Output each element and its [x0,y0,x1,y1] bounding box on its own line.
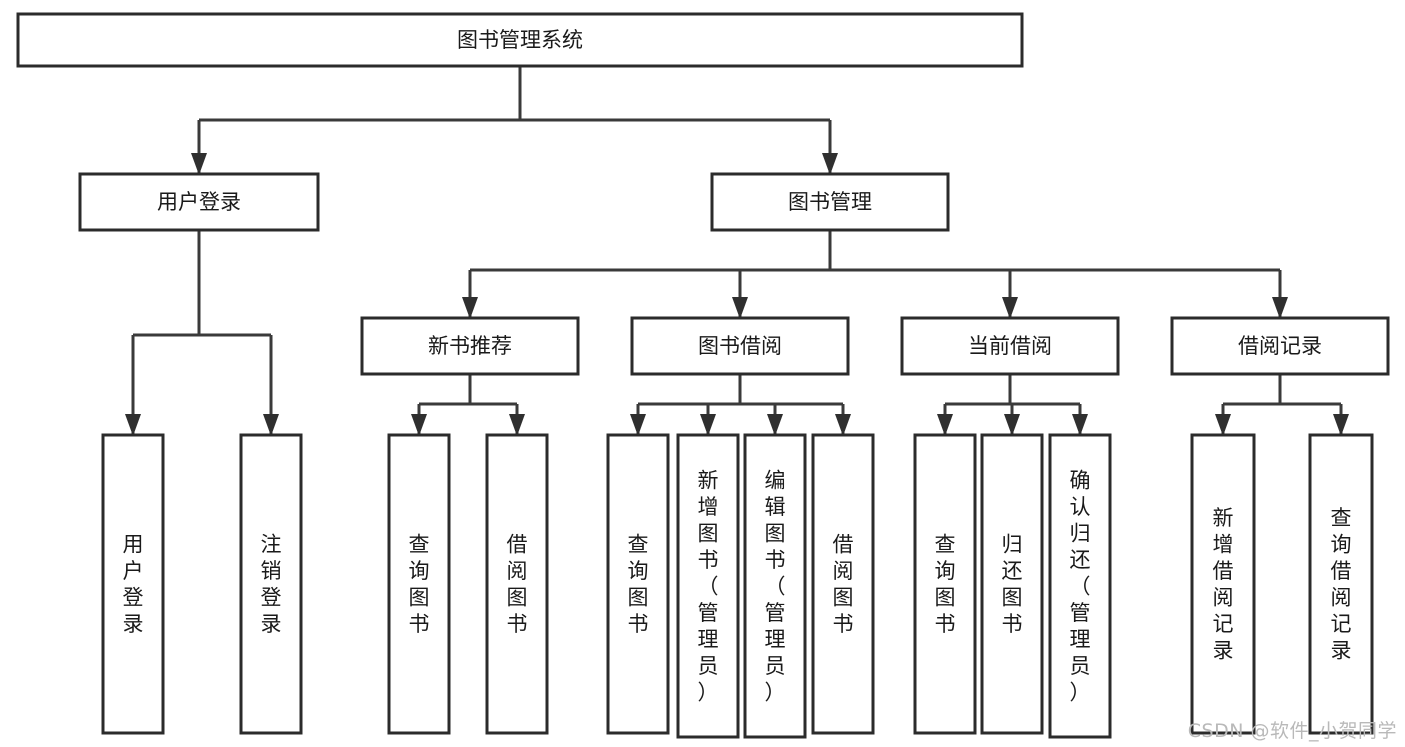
leaf-borrow-book-bo[interactable]: 借阅图书 [811,433,875,735]
leaf-borrow-book-bo-label: 借阅图书 [833,533,854,637]
node-borrow-record-box [1170,316,1390,376]
node-user-login-label: 用户登录 [157,190,241,214]
leaf-return-book-label: 归还图书 [1002,533,1023,637]
node-new-book-rec-label: 新书推荐 [428,334,512,358]
leaf-edit-book-admin-label: 编辑图书（管理员） [765,468,786,704]
leaf-user-logout[interactable]: 注销登录 [239,433,303,735]
node-layer: 图书管理系统用户登录图书管理新书推荐图书借阅当前借阅借阅记录用户登录注销登录查询… [16,12,1390,739]
leaf-add-book-admin-box [676,433,740,739]
node-book-borrow-label: 图书借阅 [698,334,782,358]
leaf-query-book-cur-box [913,433,977,735]
node-current-borrow-box [900,316,1120,376]
leaf-edit-book-admin[interactable]: 编辑图书（管理员） [743,433,807,739]
leaf-user-login-label: 用户登录 [123,533,144,637]
leaf-add-book-admin[interactable]: 新增图书（管理员） [676,433,740,739]
arrow-head-icon [1215,414,1231,436]
leaf-query-book-bo-box [606,433,670,735]
leaf-return-book[interactable]: 归还图书 [980,433,1044,735]
leaf-query-book-cur[interactable]: 查询图书 [913,433,977,735]
leaf-query-book-cur-label: 查询图书 [935,533,956,637]
node-book-borrow[interactable]: 图书借阅 [630,316,850,376]
root-node-book-management-system[interactable]: 图书管理系统 [16,12,1024,68]
arrow-head-icon [937,414,953,436]
arrow-head-icon [1072,414,1088,436]
leaf-return-book-box [980,433,1044,735]
leaf-query-book-bo-label: 查询图书 [628,533,649,637]
leaf-query-book-bo[interactable]: 查询图书 [606,433,670,735]
leaf-query-book-rec[interactable]: 查询图书 [387,433,451,735]
arrow-head-icon [462,297,478,319]
leaf-confirm-return-admin-box [1048,433,1112,739]
leaf-borrow-book-rec[interactable]: 借阅图书 [485,433,549,735]
arrow-head-icon [1333,414,1349,436]
node-new-book-rec[interactable]: 新书推荐 [360,316,580,376]
node-borrow-record-label: 借阅记录 [1238,334,1322,358]
root-node-book-management-system-label: 图书管理系统 [457,28,583,52]
node-book-management-label: 图书管理 [788,190,872,214]
leaf-query-book-rec-box [387,433,451,735]
arrow-head-icon [822,153,838,175]
leaf-borrow-book-rec-label: 借阅图书 [507,533,528,637]
leaf-user-login[interactable]: 用户登录 [101,433,165,735]
leaf-add-borrow-record-label: 新增借阅记录 [1213,506,1234,663]
arrow-head-icon [1002,297,1018,319]
leaf-query-borrow-record[interactable]: 查询借阅记录 [1308,433,1374,735]
arrow-head-icon [767,414,783,436]
arrow-head-icon [732,297,748,319]
leaf-add-borrow-record[interactable]: 新增借阅记录 [1190,433,1256,735]
arrow-head-icon [125,414,141,436]
leaf-user-logout-label: 注销登录 [261,533,282,637]
csdn-watermark: CSDN @软件_小贺同学 [1187,720,1397,742]
leaf-confirm-return-admin[interactable]: 确认归还（管理员） [1048,433,1112,739]
node-book-borrow-box [630,316,850,376]
arrow-head-icon [509,414,525,436]
arrow-head-icon [411,414,427,436]
leaf-query-borrow-record-label: 查询借阅记录 [1331,506,1352,663]
node-new-book-rec-box [360,316,580,376]
connector-layer [125,66,1349,436]
leaf-borrow-book-bo-box [811,433,875,735]
leaf-query-book-rec-label: 查询图书 [409,533,430,637]
node-user-login-box [78,172,320,232]
arrow-head-icon [700,414,716,436]
arrow-head-icon [630,414,646,436]
leaf-add-book-admin-label: 新增图书（管理员） [698,468,719,704]
node-current-borrow-label: 当前借阅 [968,334,1052,358]
arrow-head-icon [191,153,207,175]
leaf-user-login-box [101,433,165,735]
leaf-add-borrow-record-box [1190,433,1256,735]
leaf-user-logout-box [239,433,303,735]
leaf-edit-book-admin-box [743,433,807,739]
root-node-book-management-system-box [16,12,1024,68]
arrow-head-icon [263,414,279,436]
arrow-head-icon [1272,297,1288,319]
node-borrow-record[interactable]: 借阅记录 [1170,316,1390,376]
leaf-borrow-book-rec-box [485,433,549,735]
node-user-login[interactable]: 用户登录 [78,172,320,232]
leaf-confirm-return-admin-label: 确认归还（管理员） [1070,468,1091,704]
node-book-management[interactable]: 图书管理 [710,172,950,232]
node-book-management-box [710,172,950,232]
leaf-query-borrow-record-box [1308,433,1374,735]
arrow-head-icon [1004,414,1020,436]
arrow-head-icon [835,414,851,436]
node-current-borrow[interactable]: 当前借阅 [900,316,1120,376]
